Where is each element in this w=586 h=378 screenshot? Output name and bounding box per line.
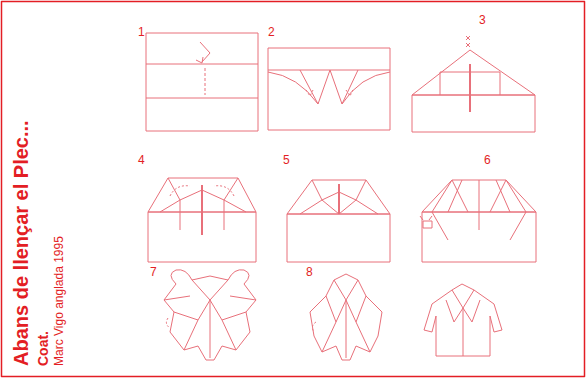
step-5-figure bbox=[287, 180, 390, 262]
step-number: 6 bbox=[484, 154, 491, 166]
step-3-figure bbox=[412, 36, 535, 132]
title: Abans de llençar el Plec... bbox=[11, 120, 31, 366]
step-number: 8 bbox=[306, 266, 313, 278]
step-number: 3 bbox=[479, 14, 486, 26]
author-credit: Marc Vigo anglada 1995 bbox=[53, 236, 65, 366]
step-4-figure bbox=[148, 178, 256, 262]
step-2-figure bbox=[268, 48, 390, 130]
step-number: 1 bbox=[138, 26, 145, 38]
step-number: 7 bbox=[150, 266, 157, 278]
step-number: 5 bbox=[283, 154, 290, 166]
finished-coat bbox=[424, 284, 502, 356]
step-8-figure bbox=[310, 274, 382, 360]
step-7-figure bbox=[164, 270, 256, 360]
model-name: Coat. bbox=[36, 331, 50, 366]
step-number: 2 bbox=[268, 26, 275, 38]
step-6-figure bbox=[422, 180, 536, 262]
step-1-figure bbox=[146, 33, 258, 131]
step-number: 4 bbox=[138, 154, 145, 166]
